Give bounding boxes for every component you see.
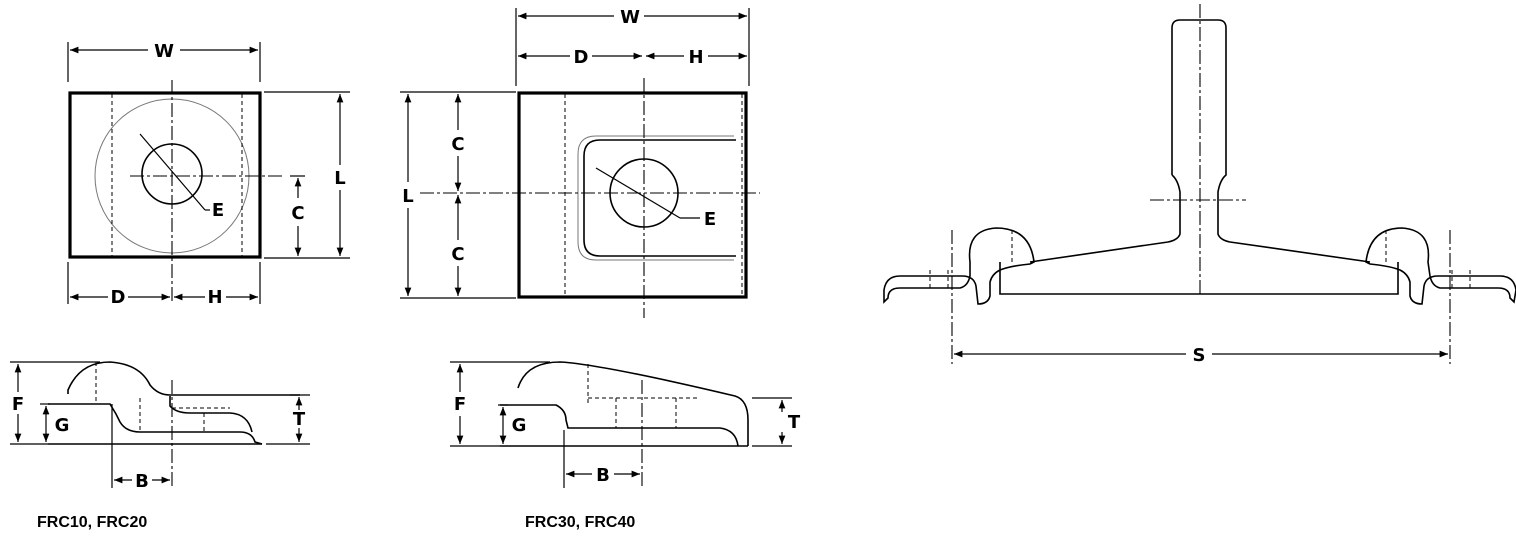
dim-label-c-top: C xyxy=(451,134,464,155)
caption-frc10-frc20: FRC10, FRC20 xyxy=(37,514,148,531)
dim-label-l-2: L xyxy=(402,186,413,207)
frc10-side-view xyxy=(10,361,310,488)
dim-label-g-2: G xyxy=(512,415,527,436)
dim-label-c-bottom: C xyxy=(451,244,464,265)
dim-label-d: D xyxy=(111,287,126,308)
dim-label-e-2: E xyxy=(704,209,716,230)
dim-label-d-2: D xyxy=(574,47,589,68)
caption-frc30-frc40: FRC30, FRC40 xyxy=(525,514,636,531)
dim-label-e: E xyxy=(212,200,224,221)
dim-label-l: L xyxy=(334,168,345,189)
dim-label-g: G xyxy=(55,415,70,436)
dim-label-b-2: B xyxy=(596,465,610,486)
assembly-view xyxy=(883,4,1516,364)
frc10-top-view xyxy=(67,42,350,304)
dim-label-f-2: F xyxy=(454,394,466,415)
dim-label-t: T xyxy=(293,409,306,430)
dim-label-s: S xyxy=(1193,345,1206,366)
dim-label-f: F xyxy=(12,394,24,415)
dim-label-t-2: T xyxy=(788,412,801,433)
dim-label-h: H xyxy=(207,287,222,308)
dim-label-h-2: H xyxy=(688,47,703,68)
dim-label-w-2: W xyxy=(620,7,640,28)
dim-label-c: C xyxy=(291,203,304,224)
dim-label-w: W xyxy=(154,41,174,62)
frc30-side-view xyxy=(450,361,792,488)
dim-label-b: B xyxy=(135,471,149,492)
frc30-top-view xyxy=(400,8,760,318)
